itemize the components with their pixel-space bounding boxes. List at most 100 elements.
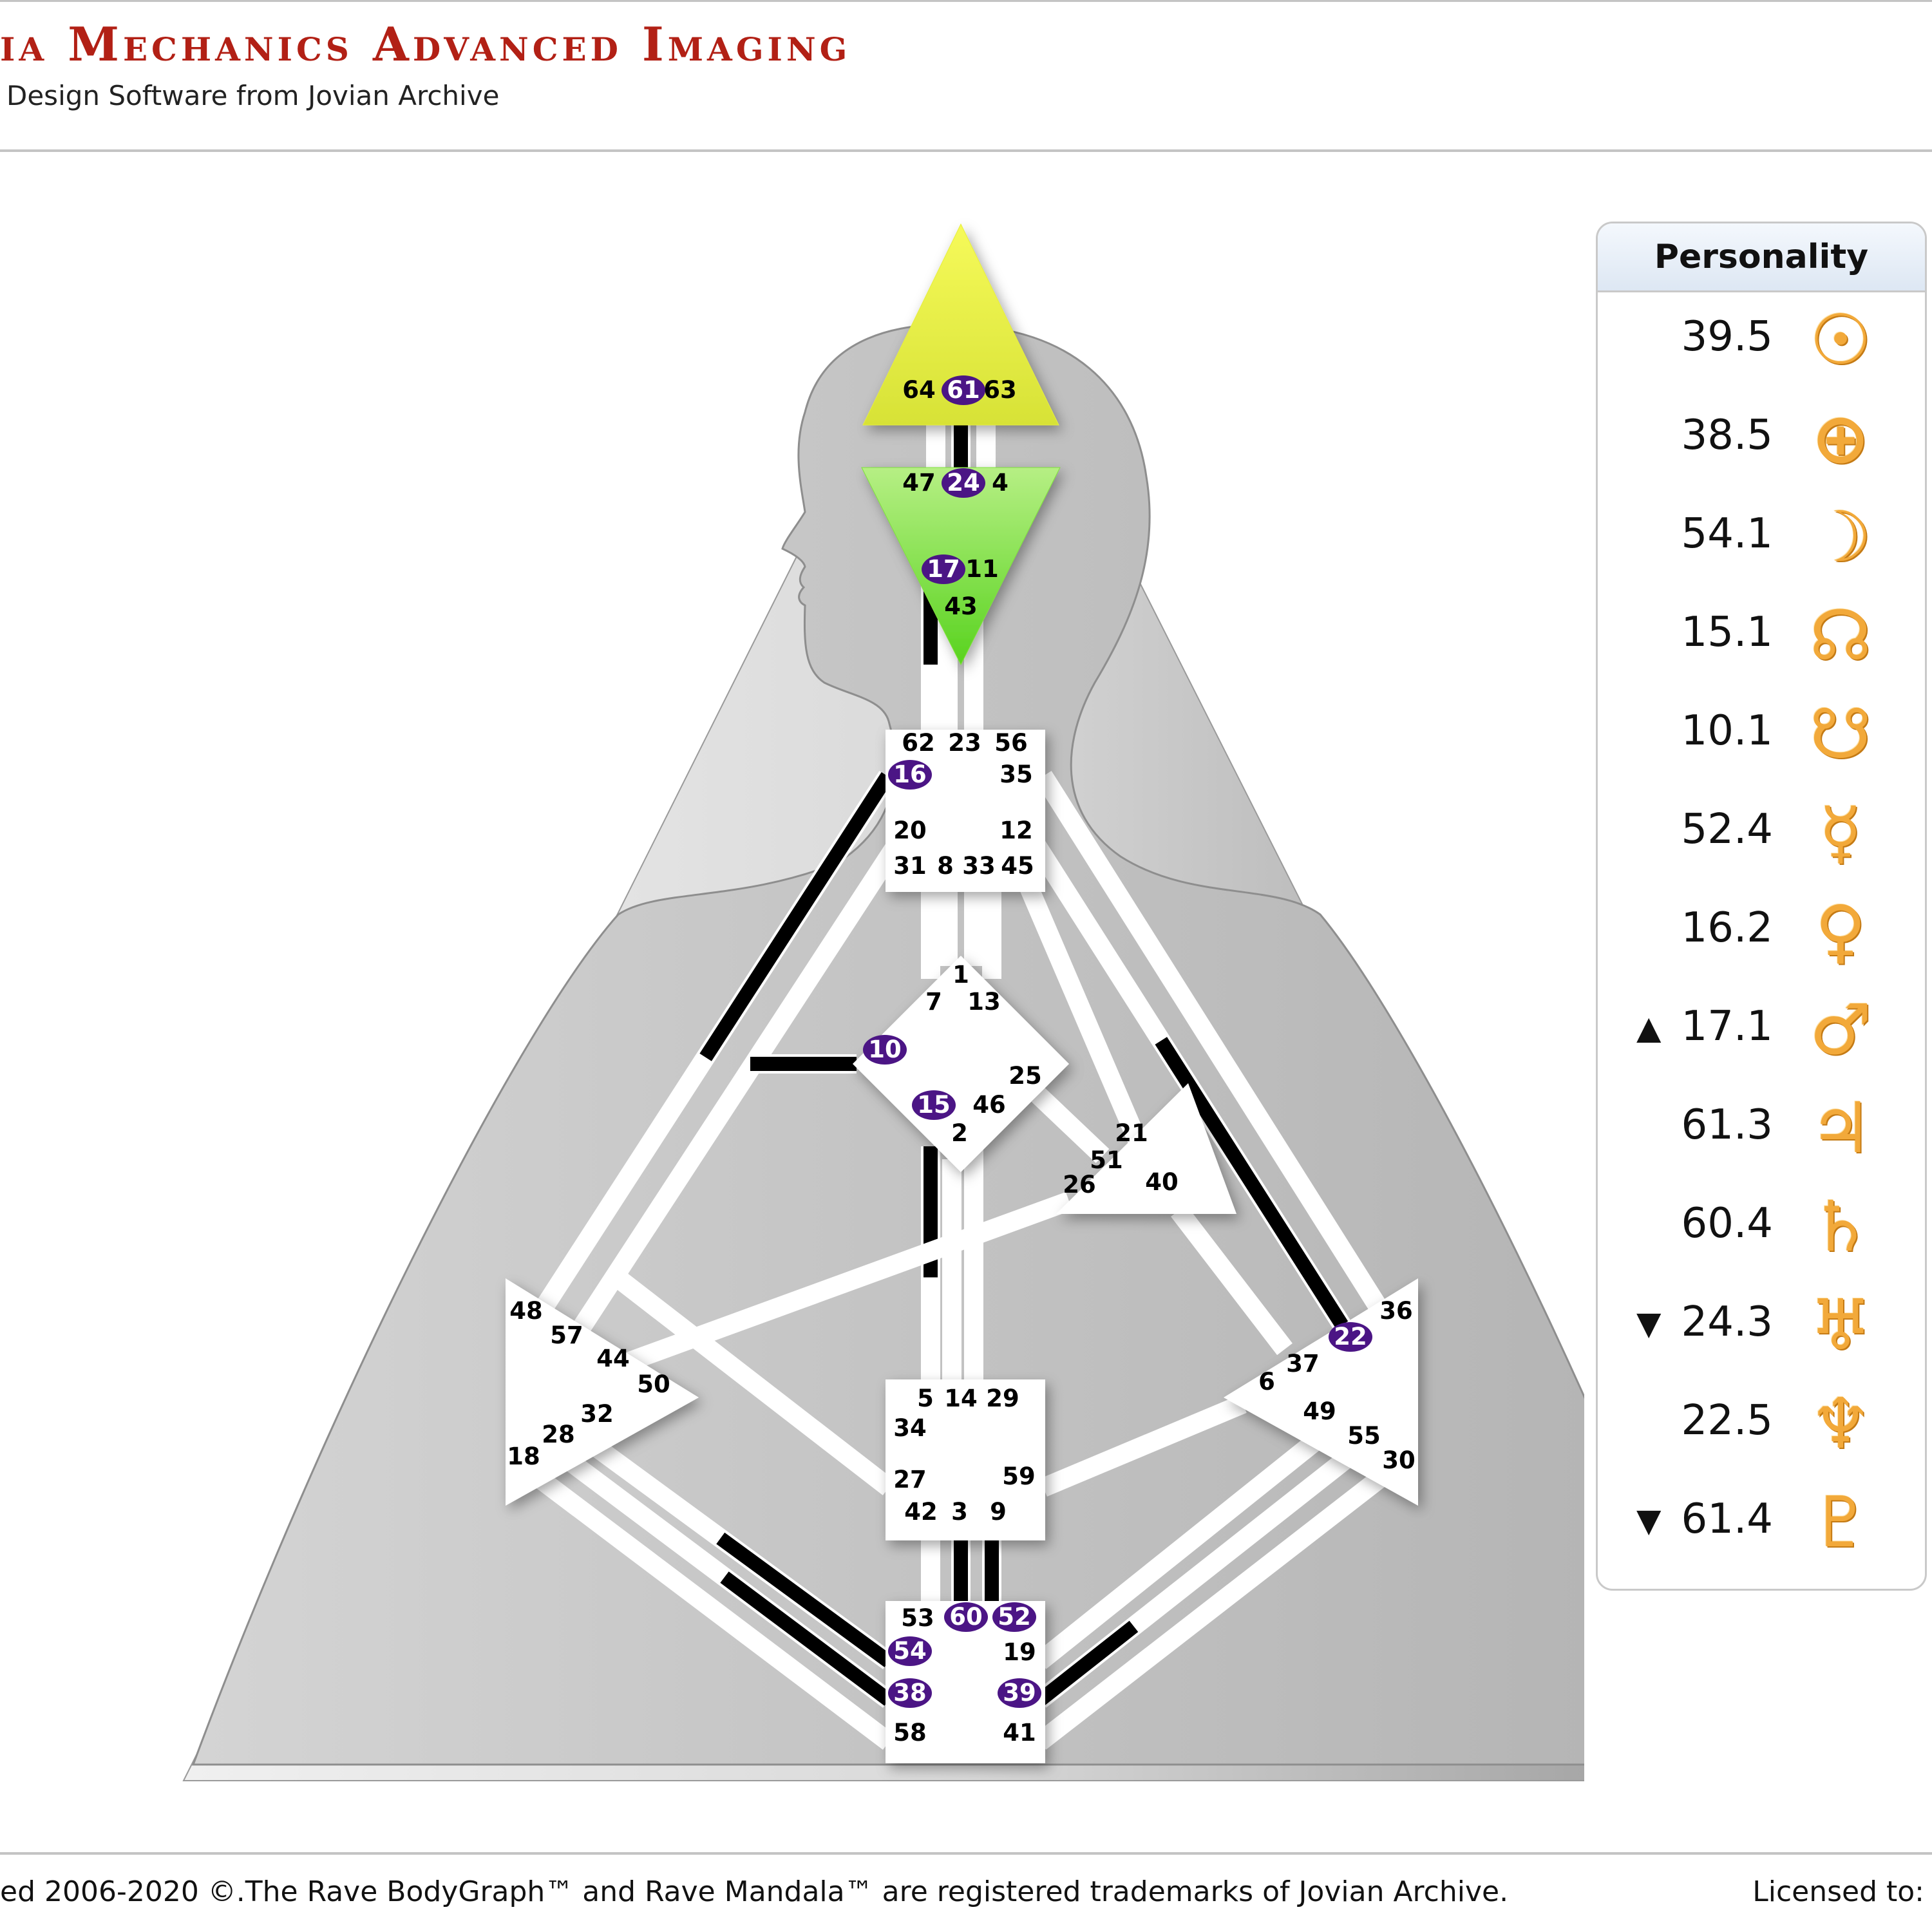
gate-43: 43 <box>944 592 978 620</box>
channel-22 <box>1031 1088 1110 1163</box>
channel-29 <box>528 1467 895 1750</box>
planet-value: 60.4 <box>1681 1200 1774 1247</box>
planet-row: 15.1☊ <box>1598 588 1925 687</box>
gate-15: 15 <box>917 1091 951 1119</box>
channel-32 <box>1034 1467 1391 1750</box>
throat-center <box>886 730 1045 892</box>
gate-55: 55 <box>1347 1422 1381 1450</box>
app-header: ia Mechanics Advanced Imaging Design Sof… <box>0 0 1932 152</box>
gate-39: 39 <box>1003 1679 1036 1707</box>
footer-divider <box>0 1852 1932 1855</box>
planet-row: 39.5 ☉ <box>1598 292 1925 391</box>
mercury-icon: ☿ <box>1819 793 1862 873</box>
gate-42: 42 <box>904 1498 938 1526</box>
gate-49: 49 <box>1303 1397 1336 1425</box>
planet-row: 38.5⊕ <box>1598 391 1925 489</box>
gate-40: 40 <box>1145 1168 1179 1196</box>
gate-29: 29 <box>986 1385 1019 1412</box>
gate-62: 62 <box>902 729 935 757</box>
gate-34: 34 <box>893 1414 927 1442</box>
channel-activation-31 <box>1036 1620 1139 1706</box>
sacral-center <box>886 1379 1045 1540</box>
mars-icon: ♂ <box>1809 990 1872 1070</box>
gate-9: 9 <box>990 1498 1007 1526</box>
gate-41: 41 <box>1003 1719 1036 1747</box>
gate-63: 63 <box>983 376 1017 404</box>
sun-icon: ☉ <box>1809 300 1872 381</box>
planet-value: 61.4 <box>1681 1495 1774 1543</box>
moon-icon: ☽ <box>1809 497 1872 578</box>
gate-52: 52 <box>998 1603 1031 1631</box>
channel-20 <box>1015 872 1149 1150</box>
planet-value: 38.5 <box>1681 412 1774 459</box>
gate-11: 11 <box>965 555 999 583</box>
gate-22: 22 <box>1334 1323 1367 1350</box>
gate-3: 3 <box>951 1498 968 1526</box>
gate-21: 21 <box>1115 1119 1148 1147</box>
app-subtitle: Design Software from Jovian Archive <box>6 80 500 111</box>
gate-61-active-marker <box>942 375 985 405</box>
gate-58: 58 <box>893 1719 927 1747</box>
gate-60-active-marker <box>944 1602 988 1632</box>
channel-25 <box>612 1271 895 1495</box>
header-divider <box>0 149 1932 152</box>
gate-45: 45 <box>1001 852 1034 880</box>
gate-23: 23 <box>948 729 981 757</box>
gate-12: 12 <box>999 817 1033 844</box>
personality-title: Personality <box>1598 223 1925 292</box>
gate-10-active-marker <box>863 1035 907 1065</box>
gate-37: 37 <box>1286 1350 1320 1378</box>
gate-16: 16 <box>893 761 927 788</box>
channel-30 <box>1034 1430 1327 1669</box>
gate-52-active-marker <box>992 1602 1036 1632</box>
gate-2: 2 <box>951 1119 968 1147</box>
planet-value: 54.1 <box>1681 510 1774 558</box>
planet-row: ▼61.4♇ <box>1598 1475 1925 1573</box>
gate-19: 19 <box>1003 1638 1036 1666</box>
planet-row: 22.5 ♆ <box>1598 1376 1925 1475</box>
gate-50: 50 <box>637 1370 670 1398</box>
gate-56: 56 <box>994 729 1028 757</box>
gate-38: 38 <box>893 1679 927 1707</box>
app-title: ia Mechanics Advanced Imaging <box>0 17 851 71</box>
neptune-icon: ♆ <box>1809 1384 1872 1464</box>
venus-icon: ♀ <box>1815 891 1866 972</box>
gate-25: 25 <box>1009 1062 1042 1090</box>
planet-value: 61.3 <box>1681 1101 1774 1149</box>
personality-panel: Personality 39.5☉38.5⊕54.1☽15.1☊10.1☋52.… <box>1596 222 1927 1591</box>
gate-6: 6 <box>1258 1368 1275 1396</box>
gate-51: 51 <box>1090 1146 1123 1174</box>
gate-7: 7 <box>925 988 942 1016</box>
gate-16-active-marker <box>888 760 932 790</box>
planet-row: 52.4☿ <box>1598 785 1925 884</box>
planet-row: 61.3♃ <box>1598 1081 1925 1179</box>
gate-4: 4 <box>992 469 1009 497</box>
gate-15-active-marker <box>912 1090 956 1120</box>
gate-14: 14 <box>944 1385 978 1412</box>
gate-10: 10 <box>868 1036 902 1063</box>
planet-value: 15.1 <box>1681 609 1774 656</box>
gate-22-active-marker <box>1329 1322 1372 1352</box>
gate-5: 5 <box>917 1385 934 1412</box>
gate-32: 32 <box>580 1400 614 1428</box>
planet-row: 60.4♄ <box>1598 1179 1925 1278</box>
planet-arrow: ▼ <box>1636 1305 1662 1342</box>
licensed-text: Licensed to: <box>1752 1875 1924 1908</box>
gate-64: 64 <box>902 376 936 404</box>
gate-13: 13 <box>967 988 1001 1016</box>
planet-value: 39.5 <box>1681 313 1774 361</box>
gate-36: 36 <box>1379 1297 1413 1325</box>
planet-row: ▲17.1♂ <box>1598 982 1925 1081</box>
planet-row: ▼24.3♅ <box>1598 1278 1925 1376</box>
gate-8: 8 <box>937 852 954 880</box>
gate-47: 47 <box>902 469 936 497</box>
planet-value: 16.2 <box>1681 904 1774 952</box>
gate-31: 31 <box>893 852 927 880</box>
channel-activation-16 <box>699 772 894 1061</box>
planet-value: 22.5 <box>1681 1397 1774 1444</box>
channel-18 <box>1035 770 1393 1323</box>
heart-center <box>1056 1083 1236 1214</box>
pluto-icon: ♇ <box>1809 1482 1872 1563</box>
top-divider <box>0 0 1932 2</box>
